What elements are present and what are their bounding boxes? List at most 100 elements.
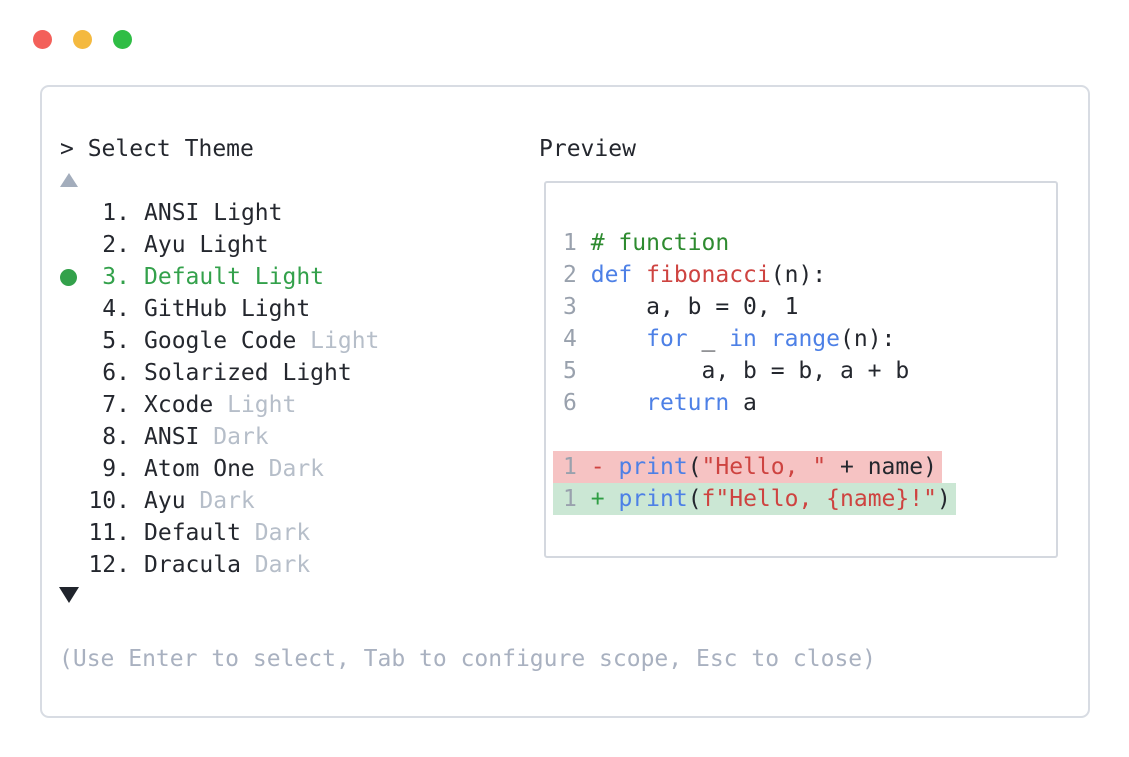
code-token: # function [590, 230, 730, 256]
theme-variant: Light [240, 296, 311, 322]
theme-list-item[interactable]: 12. Dracula Dark [58, 549, 379, 581]
theme-list-item[interactable]: 11. Default Dark [58, 517, 379, 549]
code-token: "Hello, " [701, 454, 827, 480]
code-token: (n): [770, 262, 827, 288]
theme-list-item[interactable]: 9.Atom One Dark [58, 453, 379, 485]
theme-name: Google Code Light [144, 328, 380, 354]
scroll-up-icon[interactable] [60, 173, 78, 187]
theme-variant: Light [213, 200, 283, 226]
bullet-spacer [58, 325, 84, 357]
line-number: 1 [563, 230, 577, 256]
zoom-button[interactable] [113, 30, 132, 49]
line-number: 6 [563, 390, 577, 416]
theme-variant: Light [227, 392, 297, 418]
code-token: return [646, 390, 730, 416]
theme-list-item[interactable]: 2. Ayu Light [58, 229, 379, 261]
theme-variant: Dark [254, 520, 311, 546]
theme-number: 1. [102, 200, 130, 226]
theme-variant: Light [310, 328, 380, 354]
theme-selector-panel: > Select Theme Preview 1. ANSI Light 2. Ayu… [40, 85, 1090, 718]
select-theme-prompt: > Select Theme [60, 136, 254, 162]
line-number: 1 [563, 454, 577, 480]
window-controls [33, 30, 132, 49]
bullet-spacer [58, 421, 84, 453]
selected-dot-icon [60, 269, 77, 286]
diff-highlight-added: 1 + print(f"Hello, {name}!") [553, 483, 956, 515]
theme-number: 8. [102, 424, 130, 450]
code-token [757, 326, 771, 352]
blank-line [563, 419, 956, 451]
theme-number: 11. [88, 520, 130, 546]
diff-line-removed: 1 - print("Hello, " + name) [553, 451, 956, 483]
theme-name: Default Dark [144, 520, 311, 546]
hint-text: (Use Enter to select, Tab to configure s… [59, 646, 876, 672]
theme-name: Ayu Light [144, 232, 269, 258]
code-line: 6 return a [563, 387, 956, 419]
bullet-spacer [58, 389, 84, 421]
code-line: 3 a, b = 0, 1 [563, 291, 956, 323]
code-token: print [618, 454, 688, 480]
theme-variant: Dark [268, 456, 325, 482]
code-token: a [729, 390, 757, 416]
code-token: print [618, 486, 688, 512]
line-number: 1 [563, 486, 577, 512]
selected-indicator [58, 261, 84, 293]
line-number: 2 [563, 262, 577, 288]
theme-number: 2. [102, 232, 130, 258]
bullet-spacer [58, 453, 84, 485]
theme-variant: Dark [199, 488, 255, 514]
theme-list-item[interactable]: 8. ANSI Dark [58, 421, 379, 453]
theme-list-item[interactable]: 5. Google Code Light [58, 325, 379, 357]
code-line: 1 # function [563, 227, 956, 259]
theme-number: 10. [88, 488, 130, 514]
bullet-spacer [58, 229, 84, 261]
diff-highlight-removed: 1 - print("Hello, " + name) [553, 451, 942, 483]
line-number: 5 [563, 358, 577, 384]
theme-list: 1. ANSI Light 2. Ayu Light 3. Default Light 4.… [58, 197, 379, 581]
minimize-button[interactable] [73, 30, 92, 49]
theme-name: ANSI Light [144, 200, 283, 226]
line-number: 4 [563, 326, 577, 352]
theme-number: 5. [102, 328, 130, 354]
code-token: a, b = b, a + b [590, 358, 910, 384]
code-token: f"Hello, {name}!" [701, 486, 937, 512]
bullet-spacer [58, 517, 84, 549]
theme-list-item[interactable]: 3. Default Light [58, 261, 379, 293]
theme-number: 9. [102, 456, 130, 482]
theme-variant: Dark [254, 552, 311, 578]
code-token: ( [687, 486, 702, 512]
code-token: ) [936, 486, 951, 512]
diff-sign: + [590, 486, 605, 512]
theme-list-item[interactable]: 6.Solarized Light [58, 357, 379, 389]
code-token: ( [687, 454, 702, 480]
close-button[interactable] [33, 30, 52, 49]
theme-list-item[interactable]: 7.Xcode Light [58, 389, 379, 421]
code-token: (n): [840, 326, 896, 352]
preview-title: Preview [539, 136, 636, 162]
theme-list-item[interactable]: 1. ANSI Light [58, 197, 379, 229]
theme-variant: Light [282, 360, 352, 386]
code-token: range [770, 326, 841, 352]
theme-variant: Light [199, 232, 269, 258]
theme-number: 6. [102, 360, 130, 386]
theme-list-item[interactable]: 4. GitHub Light [58, 293, 379, 325]
code-token: for [646, 326, 688, 352]
code-line: 4 for _ in range(n): [563, 323, 956, 355]
theme-number: 7. [102, 392, 130, 418]
code-token: fibonacci [646, 262, 771, 288]
bullet-spacer [58, 293, 84, 325]
theme-name: Default Light [144, 264, 325, 290]
code-token: a, b = 0, 1 [590, 294, 799, 320]
theme-number: 3. [102, 264, 130, 290]
theme-number: 12. [88, 552, 130, 578]
theme-name: Dracula Dark [144, 552, 311, 578]
theme-name: ANSI Dark [144, 424, 269, 450]
code-token [591, 326, 646, 352]
theme-name: GitHub Light [144, 296, 311, 322]
theme-list-item[interactable]: 10.Ayu Dark [58, 485, 379, 517]
theme-number: 4. [102, 296, 130, 322]
bullet-spacer [58, 357, 84, 389]
scroll-down-icon[interactable] [59, 587, 79, 603]
